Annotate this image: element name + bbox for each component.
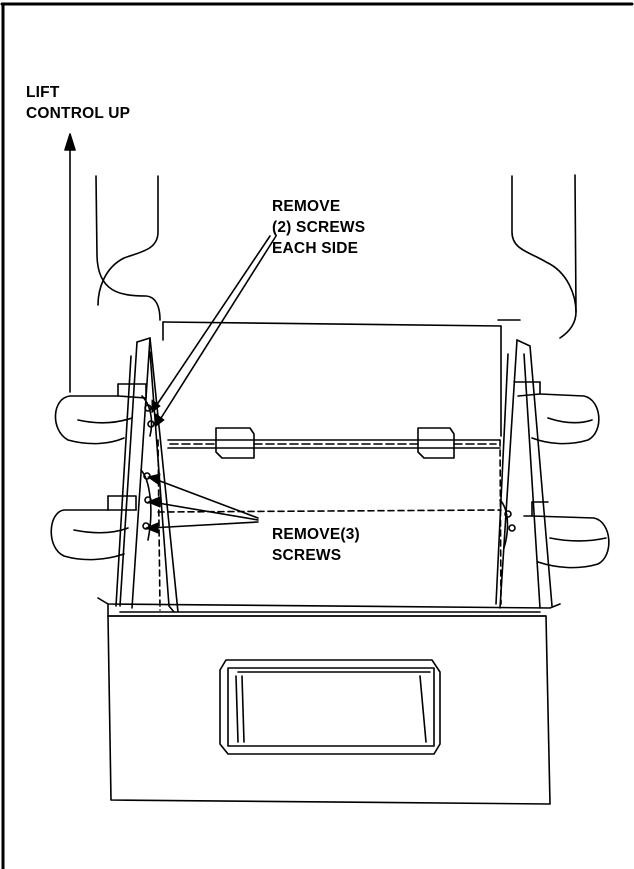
callout-line: EACH SIDE xyxy=(272,240,359,257)
remove-side-screws-callout: REMOVE (2) SCREWS EACH SIDE xyxy=(272,196,365,259)
right-side-panel xyxy=(495,339,553,609)
left-lower-rail xyxy=(50,495,137,561)
callout-line: SCREWS xyxy=(272,547,342,564)
right-post xyxy=(497,174,577,339)
left-post xyxy=(95,175,161,321)
callout-line: REMOVE(3) xyxy=(272,526,360,543)
front-screws-leaders xyxy=(145,473,259,534)
side-screws-leaders xyxy=(151,235,277,427)
callout-line: (2) SCREWS xyxy=(272,219,366,236)
left-upper-rail xyxy=(54,383,147,445)
callout-line: LIFT xyxy=(26,84,60,101)
right-lower-rail xyxy=(523,501,610,569)
drawer-back-panel xyxy=(162,321,502,437)
drawer-front xyxy=(97,597,561,805)
left-side-panel xyxy=(115,337,179,613)
drawer-handle xyxy=(219,659,441,755)
remove-front-screws-callout: REMOVE(3) SCREWS xyxy=(272,524,360,566)
callout-line: CONTROL UP xyxy=(26,105,131,122)
lift-control-callout: LIFT CONTROL UP xyxy=(26,82,130,124)
right-upper-rail xyxy=(513,381,600,445)
lift-arrow xyxy=(64,133,76,393)
crossbar xyxy=(167,427,501,459)
drawer-interior xyxy=(157,439,502,611)
callout-line: REMOVE xyxy=(272,198,341,215)
